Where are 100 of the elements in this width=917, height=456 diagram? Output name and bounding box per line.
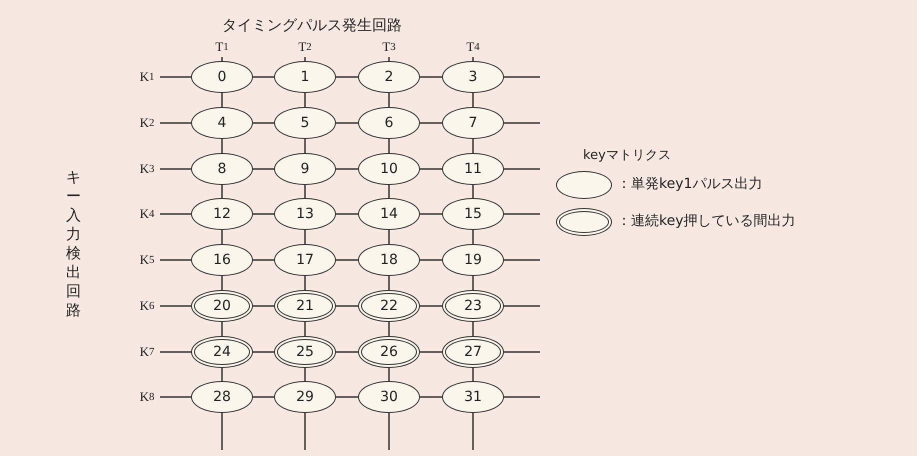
connector-line [420, 122, 442, 124]
connector-line [253, 122, 274, 124]
connector-line [336, 213, 358, 215]
key-ellipse: 9 [274, 153, 336, 185]
double-key-ellipse: 26 [358, 336, 420, 368]
connector-line [504, 76, 540, 78]
connector-line [472, 57, 474, 61]
key-ellipse: 30 [358, 381, 420, 413]
key-ellipse: 16 [191, 244, 253, 276]
key-ellipse: 18 [358, 244, 420, 276]
connector-line [160, 259, 191, 261]
connector-line [221, 139, 223, 153]
key-ellipse: 3 [442, 61, 504, 93]
connector-line [253, 213, 274, 215]
key-ellipse: 31 [442, 381, 504, 413]
connector-line [388, 139, 390, 153]
connector-line [472, 322, 474, 336]
connector-line [304, 368, 306, 381]
connector-line [472, 276, 474, 290]
connector-line [221, 93, 223, 107]
connector-line [336, 396, 358, 398]
key-ellipse: 29 [274, 381, 336, 413]
connector-line [388, 413, 390, 450]
connector-line [253, 259, 274, 261]
connector-line [472, 368, 474, 381]
connector-line [304, 93, 306, 107]
connector-line [472, 413, 474, 450]
circuit-heading: キー入力検出回路 [66, 168, 81, 320]
key-ellipse: 8 [191, 153, 253, 185]
connector-line [160, 76, 191, 78]
connector-line [420, 168, 442, 170]
key-ellipse: 28 [191, 381, 253, 413]
connector-line [221, 185, 223, 198]
key-ellipse: 2 [358, 61, 420, 93]
connector-line [336, 259, 358, 261]
connector-line [420, 213, 442, 215]
connector-line [336, 351, 358, 353]
legend-text: ：連続key押している間出力 [617, 212, 796, 230]
key-ellipse: 1 [274, 61, 336, 93]
connector-line [304, 413, 306, 450]
connector-line [304, 322, 306, 336]
connector-line [336, 122, 358, 124]
double-key-ellipse: 20 [191, 290, 253, 322]
connector-line [160, 351, 191, 353]
connector-line [472, 139, 474, 153]
connector-line [388, 57, 390, 61]
connector-line [221, 322, 223, 336]
key-ellipse: 10 [358, 153, 420, 185]
connector-line [420, 351, 442, 353]
key-ellipse: 19 [442, 244, 504, 276]
key-ellipse: 13 [274, 198, 336, 230]
connector-line [420, 76, 442, 78]
key-ellipse: 14 [358, 198, 420, 230]
double-key-ellipse: 21 [274, 290, 336, 322]
connector-line [472, 185, 474, 198]
connector-line [336, 305, 358, 307]
connector-line [420, 396, 442, 398]
connector-line [253, 396, 274, 398]
connector-line [504, 259, 540, 261]
double-key-ellipse: 27 [442, 336, 504, 368]
connector-line [472, 93, 474, 107]
key-ellipse: 12 [191, 198, 253, 230]
key-ellipse: 7 [442, 107, 504, 139]
connector-line [420, 259, 442, 261]
connector-line [221, 57, 223, 61]
connector-line [304, 57, 306, 61]
connector-line [388, 230, 390, 244]
key-ellipse: 6 [358, 107, 420, 139]
connector-line [160, 168, 191, 170]
double-key-ellipse: 25 [274, 336, 336, 368]
key-ellipse: 4 [191, 107, 253, 139]
legend-heading: keyマトリクス [583, 147, 671, 164]
connector-line [304, 185, 306, 198]
double-ellipse-sample [556, 208, 612, 236]
connector-line [504, 168, 540, 170]
connector-line [388, 368, 390, 381]
circuit-heading: タイミングパルス発生回路 [222, 16, 402, 35]
connector-line [388, 185, 390, 198]
key-ellipse: 0 [191, 61, 253, 93]
connector-line [221, 276, 223, 290]
ellipse-sample [556, 171, 612, 199]
connector-line [253, 76, 274, 78]
connector-line [160, 213, 191, 215]
connector-line [504, 213, 540, 215]
connector-line [504, 351, 540, 353]
key-ellipse: 11 [442, 153, 504, 185]
connector-line [160, 122, 191, 124]
connector-line [304, 276, 306, 290]
connector-line [253, 305, 274, 307]
connector-line [221, 230, 223, 244]
connector-line [221, 413, 223, 450]
connector-line [504, 396, 540, 398]
connector-line [388, 93, 390, 107]
connector-line [160, 305, 191, 307]
key-ellipse: 15 [442, 198, 504, 230]
key-ellipse: 17 [274, 244, 336, 276]
connector-line [160, 396, 191, 398]
connector-line [504, 122, 540, 124]
connector-line [336, 76, 358, 78]
connector-line [472, 230, 474, 244]
